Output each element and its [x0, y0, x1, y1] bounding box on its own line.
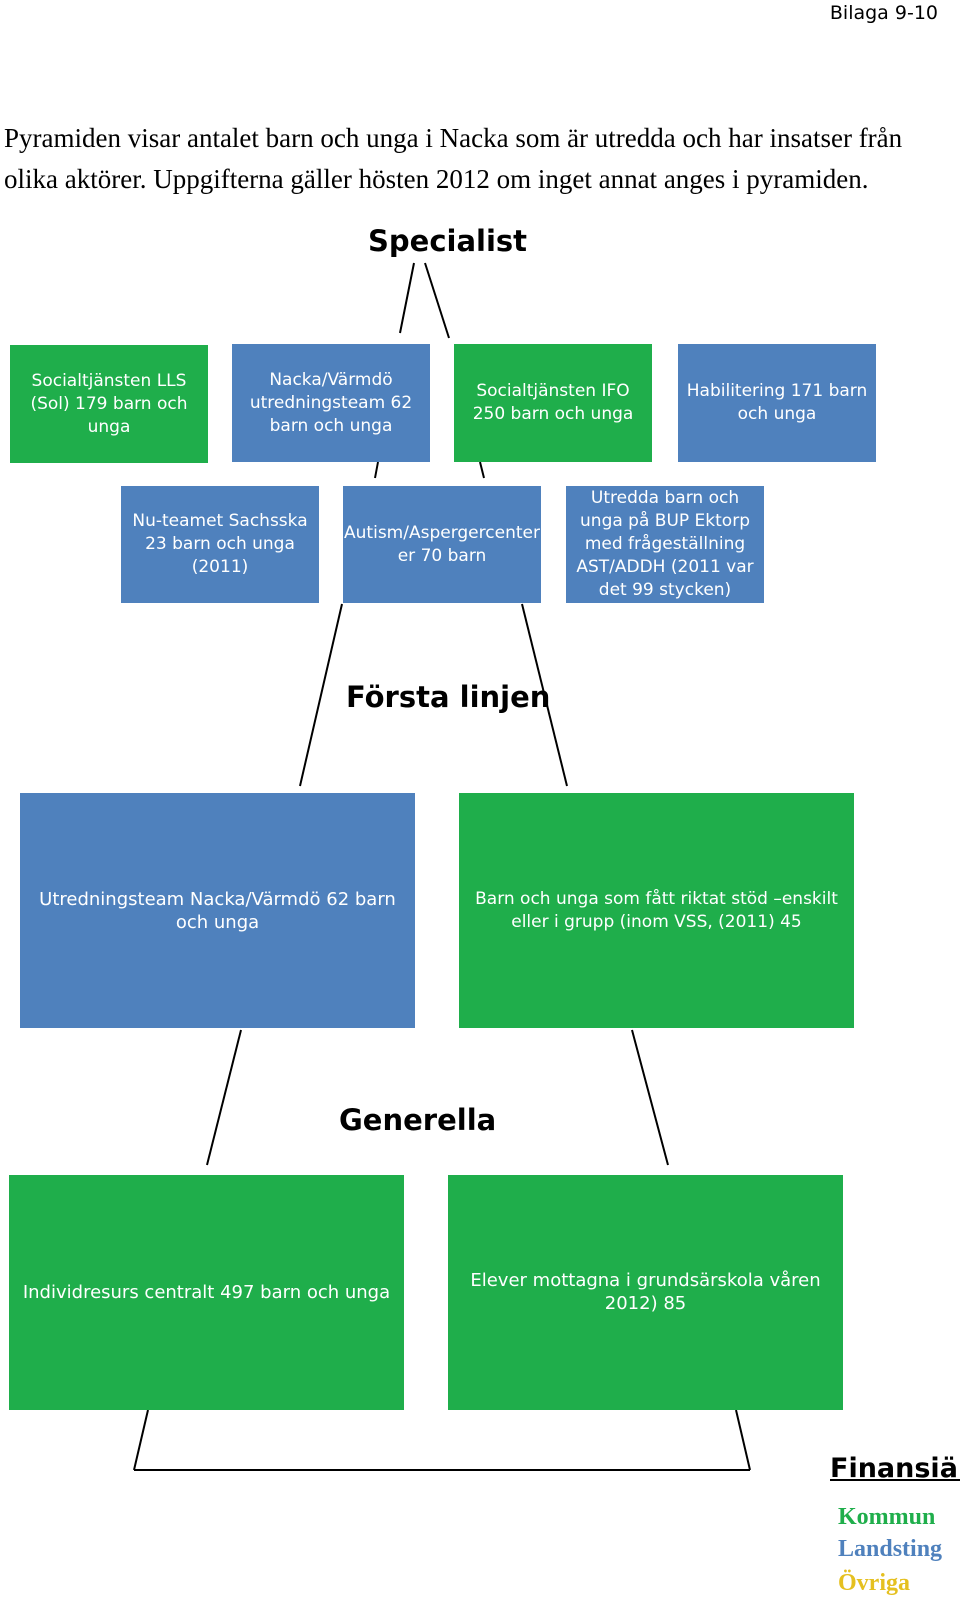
base-left-line — [133, 1409, 149, 1471]
box-individresurs-centralt: Individresurs centralt 497 barn och unga — [9, 1175, 404, 1410]
tier2-left-line — [299, 603, 343, 787]
forsta-linjen-title: Första linjen — [346, 680, 551, 714]
box-autism-aspergercenter: Autism/Aspergercenter er 70 barn — [343, 486, 541, 603]
box-habilitering: Habilitering 171 barn och unga — [678, 344, 876, 462]
legend-title: Finansiär — [830, 1453, 960, 1484]
base-right-line — [735, 1409, 751, 1471]
legend-ovriga: Övriga — [838, 1570, 910, 1596]
box-socialtjansten-ifo: Socialtjänsten IFO 250 barn och unga — [454, 344, 652, 462]
box-riktat-stod: Barn och unga som fått riktat stöd –ensk… — [459, 793, 854, 1028]
tick-right-line — [479, 461, 485, 479]
intro-text: Pyramiden visar antalet barn och unga i … — [4, 123, 903, 194]
tick-left-line — [374, 461, 379, 479]
box-nacka-varmdo-utredningsteam: Nacka/Värmdö utredningsteam 62 barn och … — [232, 344, 430, 462]
specialist-title: Specialist — [368, 224, 528, 258]
legend-landsting: Landsting — [838, 1536, 943, 1562]
generella-title: Generella — [339, 1103, 497, 1137]
box-bup-ektorp: Utredda barn och unga på BUP Ektorp med … — [566, 486, 764, 603]
tier3-right-line — [631, 1029, 669, 1166]
page-header: Bilaga 9-10 — [829, 2, 938, 24]
box-grundsarskola: Elever mottagna i grundsärskola våren 20… — [448, 1175, 843, 1410]
box-utredningsteam-nacka-varmdo: Utredningsteam Nacka/Värmdö 62 barn och … — [20, 793, 415, 1028]
box-socialtjansten-lls: Socialtjänsten LLS (Sol) 179 barn och un… — [10, 345, 208, 463]
box-nu-teamet-sachsska: Nu-teamet Sachsska 23 barn och unga (201… — [121, 486, 319, 603]
legend-kommun: Kommun — [838, 1504, 936, 1530]
apex-right-line — [424, 262, 450, 339]
tier3-left-line — [206, 1029, 242, 1166]
tier2-right-line — [521, 603, 568, 787]
apex-left-line — [399, 262, 415, 334]
